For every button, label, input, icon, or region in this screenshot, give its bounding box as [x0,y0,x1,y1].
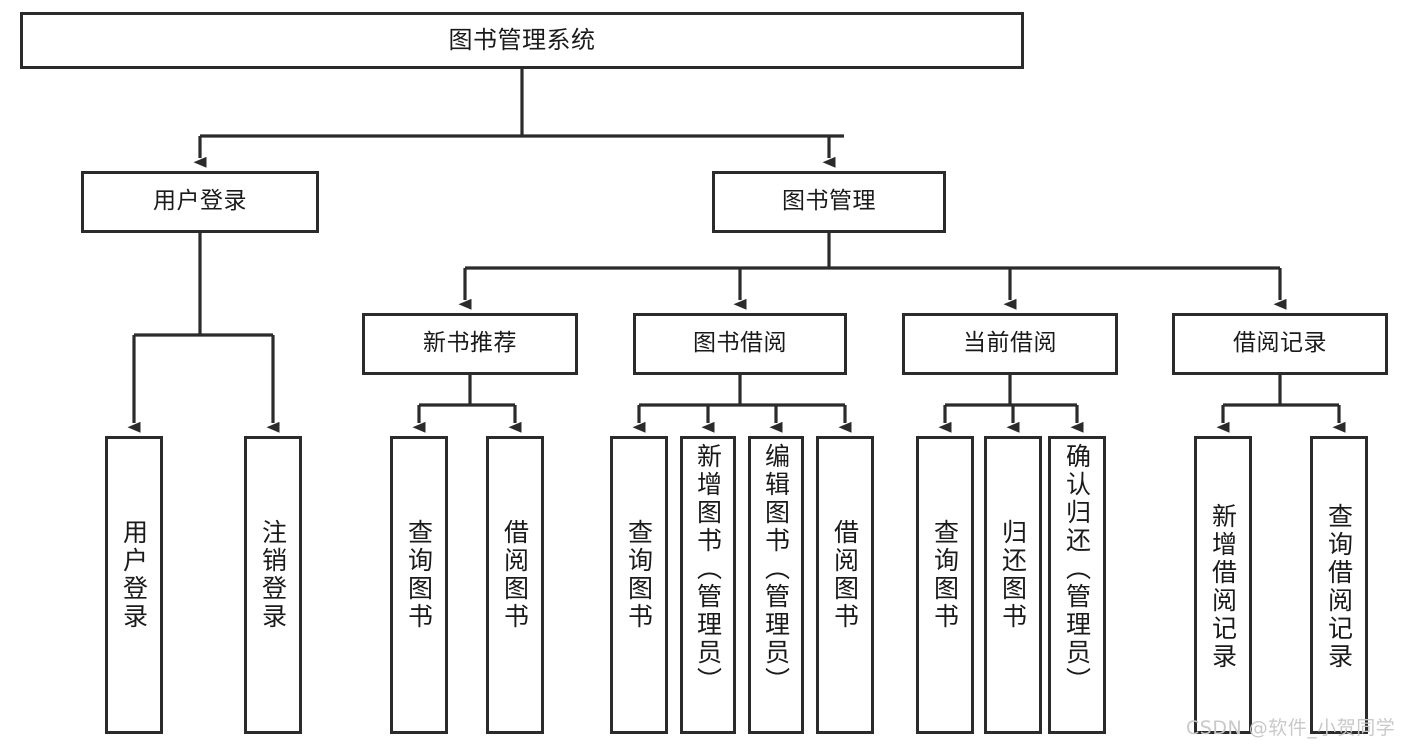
node-leaf-edit-book-admin[interactable]: 编辑图书（管理员） [748,436,804,734]
node-leaf-query-book-3-label: 查询图书 [930,519,960,631]
node-new-book-recommend-label: 新书推荐 [423,330,517,357]
node-leaf-query-borrow-record[interactable]: 查询借阅记录 [1310,436,1368,734]
node-user-login-label: 用户登录 [153,188,247,215]
node-leaf-query-book-1-label: 查询图书 [404,519,434,631]
node-leaf-confirm-return-admin-label: 确认归还（管理员） [1062,443,1092,695]
node-leaf-borrow-book-2[interactable]: 借阅图书 [816,436,874,734]
node-leaf-query-book-1[interactable]: 查询图书 [390,436,448,734]
node-leaf-user-logout-label: 注销登录 [258,519,288,631]
node-root-label: 图书管理系统 [448,26,596,55]
node-leaf-borrow-book-1[interactable]: 借阅图书 [486,436,544,734]
node-leaf-query-book-3[interactable]: 查询图书 [916,436,974,734]
node-leaf-query-book-2[interactable]: 查询图书 [610,436,668,734]
node-leaf-query-book-2-label: 查询图书 [624,519,654,631]
node-leaf-add-borrow-record[interactable]: 新增借阅记录 [1194,436,1252,734]
csdn-watermark: CSDN @软件_小贺同学 [1186,717,1396,739]
node-book-borrow-label: 图书借阅 [693,330,787,357]
node-leaf-add-borrow-record-label: 新增借阅记录 [1208,503,1238,671]
node-borrow-record-label: 借阅记录 [1233,330,1327,357]
node-leaf-return-book-label: 归还图书 [998,519,1028,631]
node-leaf-confirm-return-admin[interactable]: 确认归还（管理员） [1048,436,1106,734]
node-leaf-borrow-book-2-label: 借阅图书 [830,519,860,631]
node-book-manage-label: 图书管理 [782,188,876,215]
node-leaf-user-login-label: 用户登录 [119,519,149,631]
node-leaf-add-book-admin[interactable]: 新增图书（管理员） [680,436,736,734]
node-current-borrow[interactable]: 当前借阅 [902,313,1118,375]
node-leaf-query-borrow-record-label: 查询借阅记录 [1324,503,1354,671]
node-leaf-user-logout[interactable]: 注销登录 [244,436,302,734]
node-borrow-record[interactable]: 借阅记录 [1172,313,1388,375]
node-leaf-add-book-admin-label: 新增图书（管理员） [693,443,723,695]
node-leaf-edit-book-admin-label: 编辑图书（管理员） [761,443,791,695]
node-root[interactable]: 图书管理系统 [20,12,1024,69]
node-current-borrow-label: 当前借阅 [963,330,1057,357]
node-user-login[interactable]: 用户登录 [81,171,319,233]
node-leaf-borrow-book-1-label: 借阅图书 [500,519,530,631]
node-book-borrow[interactable]: 图书借阅 [633,313,847,375]
node-leaf-return-book[interactable]: 归还图书 [984,436,1042,734]
node-book-manage[interactable]: 图书管理 [712,171,946,233]
node-new-book-recommend[interactable]: 新书推荐 [362,313,578,375]
node-leaf-user-login[interactable]: 用户登录 [105,436,163,734]
